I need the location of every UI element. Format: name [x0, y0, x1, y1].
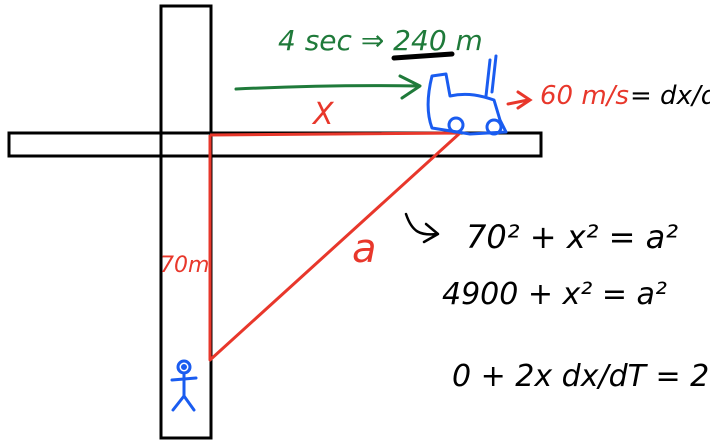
equation-line-2: 4900 + x² = a² [442, 277, 667, 312]
car-icon [426, 54, 508, 136]
hypotenuse-label: a [352, 226, 377, 272]
x-label: X [311, 97, 335, 132]
time-distance-label: 4 sec ⇒ 240 m [278, 24, 483, 57]
equation-line-1: 70² + x² = a² [466, 218, 678, 256]
speed-label: 60 m/s [540, 81, 629, 111]
curved-arrow-icon [404, 212, 440, 244]
speed-equation: = dx/dT [630, 81, 710, 111]
speed-arrow [506, 90, 533, 110]
equation-line-3: 0 + 2x dx/dT = 2a da/dT [452, 359, 710, 394]
right-triangle [208, 131, 462, 362]
arrow-right-icon [234, 74, 422, 100]
underline-240m [391, 51, 455, 61]
horizontal-road [7, 131, 543, 158]
person-icon [170, 359, 198, 412]
vertical-side-label: 70m [160, 253, 209, 278]
